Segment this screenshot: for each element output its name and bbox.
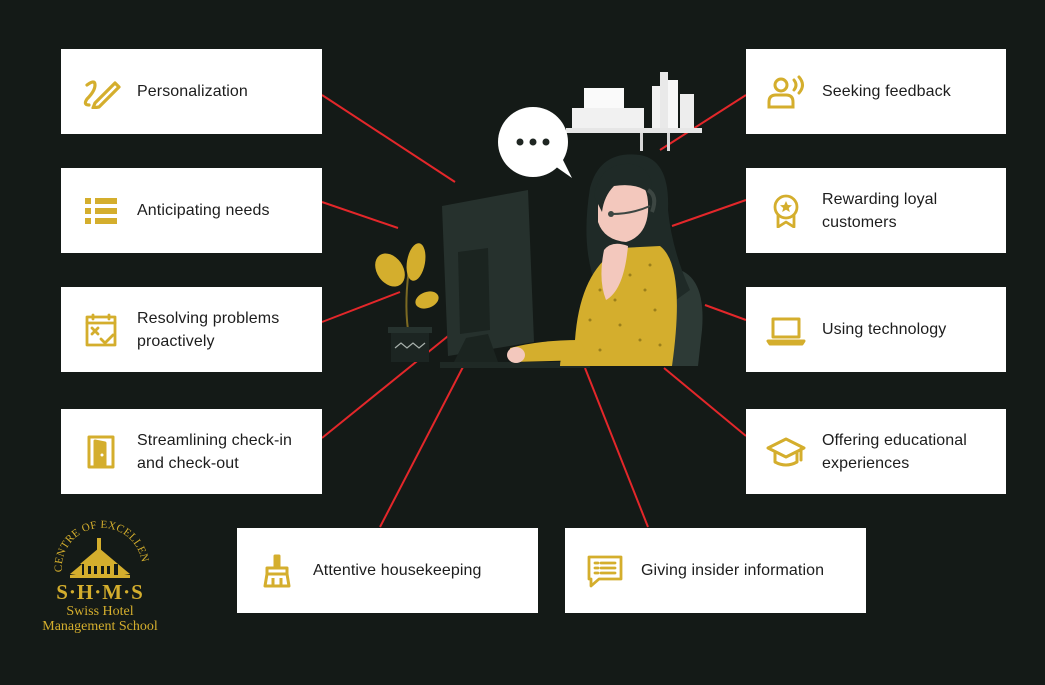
speaking-person-icon: [764, 74, 808, 110]
speech-bubble-icon: [498, 107, 572, 178]
connector-resolving: [321, 291, 401, 323]
customer-service-agent-illustration: [375, 72, 703, 368]
card-label: Attentive housekeeping: [313, 562, 482, 579]
card-using-technology: Using technology: [746, 287, 1006, 372]
calendar-check-icon: [79, 312, 123, 348]
card-rewarding-loyal-customers: Rewarding loyal customers: [746, 168, 1006, 253]
connector-streamlining: [321, 327, 459, 439]
plant: [375, 243, 439, 362]
card-attentive-housekeeping: Attentive housekeeping: [237, 528, 538, 613]
pen-icon: [79, 74, 123, 110]
connector-personalization: [321, 94, 456, 183]
graduation-cap-icon: [764, 434, 808, 470]
card-label: Streamlining check-in and check-out: [137, 431, 293, 472]
award-medal-icon: [764, 193, 808, 229]
card-seeking-feedback: Seeking feedback: [746, 49, 1006, 134]
connector-insider: [584, 367, 649, 528]
broom-icon: [255, 553, 299, 589]
chat-text-icon: [583, 553, 627, 589]
card-label: Seeking feedback: [822, 83, 951, 100]
list-icon: [79, 193, 123, 229]
connector-feedback: [659, 94, 747, 151]
card-giving-insider-information: Giving insider information: [565, 528, 866, 613]
shms-logo: CENTRE OF EXCELLENCE S·H·M·S Swiss Hotel…: [30, 520, 170, 640]
connector-anticipating: [321, 201, 399, 229]
agent-person: [507, 154, 690, 366]
door-icon: [79, 434, 123, 470]
card-resolving-problems: Resolving problems proactively: [61, 287, 322, 372]
computer-monitor: [440, 190, 590, 368]
logo-brand: S·H·M·S: [56, 580, 144, 604]
card-streamlining-check-in: Streamlining check-in and check-out: [61, 409, 322, 494]
logo-line-1: Swiss Hotel: [66, 604, 134, 619]
logo-line-2: Management School: [42, 619, 158, 634]
card-label: Giving insider information: [641, 562, 825, 579]
card-label: Rewarding loyal customers: [822, 190, 938, 231]
connector-educational: [663, 367, 747, 437]
connector-technology: [704, 304, 747, 321]
card-label: Personalization: [137, 83, 248, 100]
logo-emblem: CENTRE OF EXCELLENCE: [30, 520, 151, 578]
connector-rewarding: [671, 199, 747, 227]
card-personalization: Personalization: [61, 49, 322, 134]
laptop-icon: [764, 312, 808, 348]
card-offering-educational-experiences: Offering educational experiences: [746, 409, 1006, 494]
card-label: Offering educational experiences: [822, 431, 967, 472]
card-anticipating-needs: Anticipating needs: [61, 168, 322, 253]
connector-housekeeping: [379, 337, 479, 528]
bookshelf: [566, 72, 702, 151]
card-label: Anticipating needs: [137, 202, 270, 219]
card-label: Resolving problems proactively: [137, 309, 280, 350]
card-label: Using technology: [822, 321, 947, 338]
